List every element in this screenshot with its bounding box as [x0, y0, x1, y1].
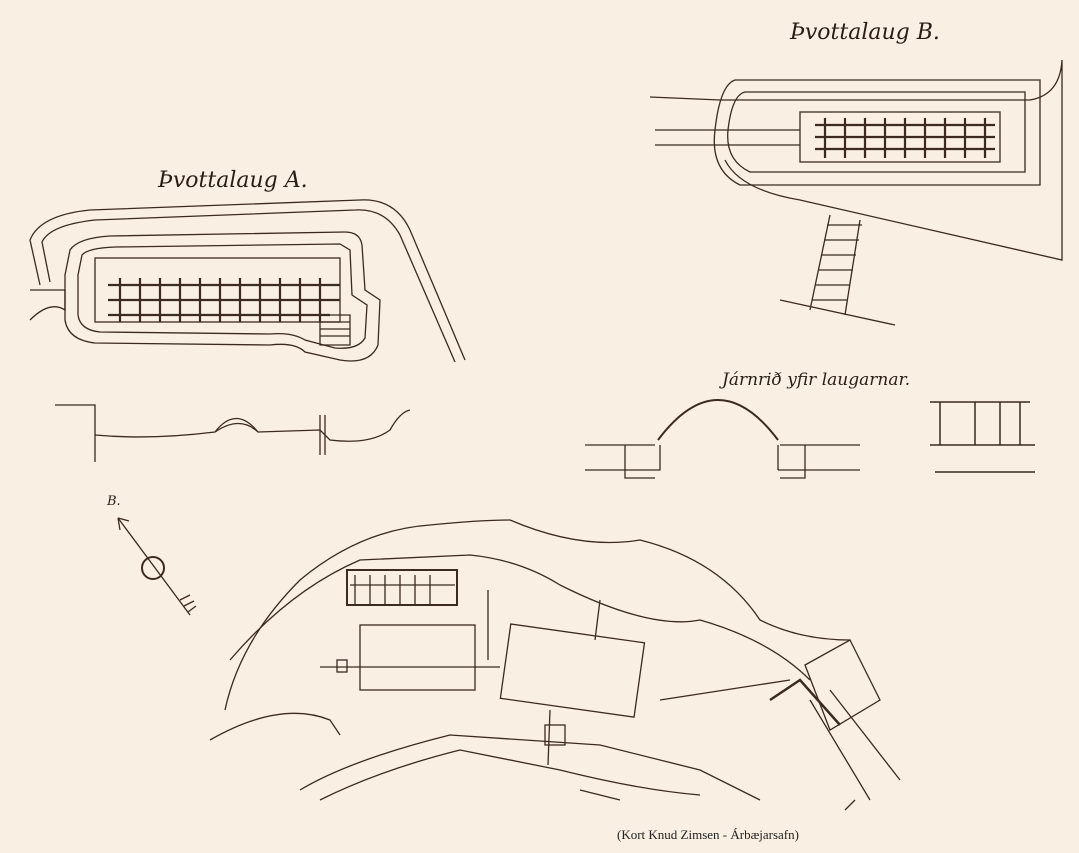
pool-b-plan [649, 59, 1063, 326]
pool-a-section [55, 404, 411, 462]
pool-a-title: Þvottalaug A. [158, 168, 308, 193]
north-marker-label: B. [107, 494, 121, 509]
railing-title: Járnrið yfir laugarnar. [722, 370, 911, 390]
site-plan [209, 519, 901, 811]
pool-b-title: Þvottalaug B. [790, 20, 940, 45]
railing-sections [585, 399, 1035, 479]
north-arrow-icon [117, 517, 197, 616]
image-caption: (Kort Knud Zimsen - Árbæjarsafn) [617, 827, 799, 842]
pool-a-plan [29, 199, 466, 363]
